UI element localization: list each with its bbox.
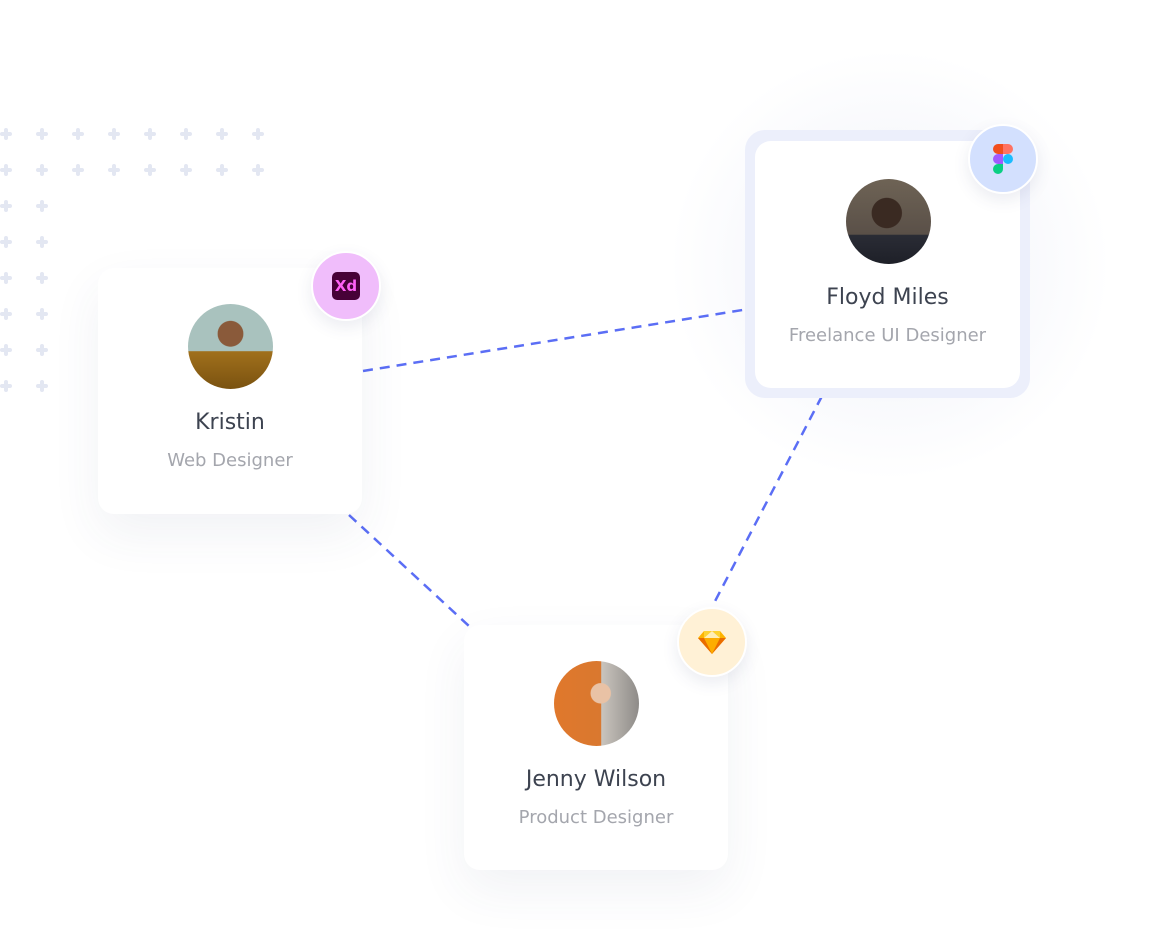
connector-kristin-jenny (348, 514, 471, 628)
connector-kristin-floyd (362, 306, 756, 373)
plus-icon (36, 164, 48, 176)
plus-icon (0, 344, 12, 356)
sketch-badge (677, 607, 747, 677)
plus-icon (0, 128, 12, 140)
figma-icon (993, 144, 1013, 174)
avatar (845, 179, 931, 264)
plus-icon (36, 200, 48, 212)
person-name: Kristin (195, 410, 265, 435)
plus-icon (0, 236, 12, 248)
plus-icon (0, 200, 12, 212)
plus-icon (108, 164, 120, 176)
profile-card-jenny[interactable]: Jenny Wilson Product Designer (464, 625, 728, 870)
person-role: Web Designer (167, 450, 293, 471)
plus-icon (36, 380, 48, 392)
profile-card-kristin[interactable]: Kristin Web Designer (98, 268, 362, 514)
plus-icon (0, 308, 12, 320)
avatar (188, 304, 273, 389)
plus-icon (0, 272, 12, 284)
plus-icon (108, 128, 120, 140)
plus-icon (72, 164, 84, 176)
plus-icon (0, 164, 12, 176)
plus-icon (180, 128, 192, 140)
adobe-xd-badge: Xd (311, 251, 381, 321)
plus-icon (72, 128, 84, 140)
figma-badge (968, 124, 1038, 194)
person-role: Product Designer (518, 807, 674, 828)
plus-icon (36, 344, 48, 356)
plus-icon (36, 128, 48, 140)
adobe-xd-icon: Xd (332, 272, 360, 300)
plus-icon (216, 128, 228, 140)
plus-icon (180, 164, 192, 176)
avatar (554, 661, 639, 746)
person-name: Floyd Miles (826, 285, 949, 310)
plus-icon (252, 128, 264, 140)
sketch-icon (698, 631, 726, 654)
person-role: Freelance UI Designer (788, 325, 987, 346)
connector-floyd-jenny (710, 395, 824, 608)
plus-icon (0, 380, 12, 392)
plus-icon (144, 164, 156, 176)
plus-icon (144, 128, 156, 140)
plus-icon (216, 164, 228, 176)
plus-icon (36, 272, 48, 284)
plus-icon (252, 164, 264, 176)
plus-icon (36, 236, 48, 248)
person-name: Jenny Wilson (525, 767, 667, 792)
plus-icon (36, 308, 48, 320)
profile-card-floyd[interactable]: Floyd Miles Freelance UI Designer (755, 141, 1020, 388)
